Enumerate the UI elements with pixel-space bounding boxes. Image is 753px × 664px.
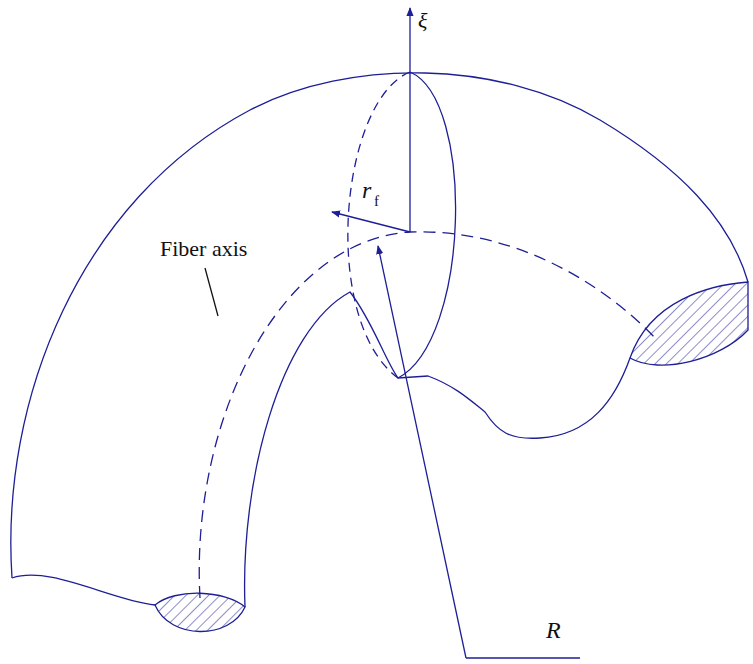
axis-symbol: ξ [418, 10, 427, 32]
radius-subscript: f [374, 194, 379, 209]
radius-symbol: r [362, 178, 371, 202]
radius-symbol: R [546, 618, 561, 642]
part-label: Fiber axis [160, 238, 247, 260]
